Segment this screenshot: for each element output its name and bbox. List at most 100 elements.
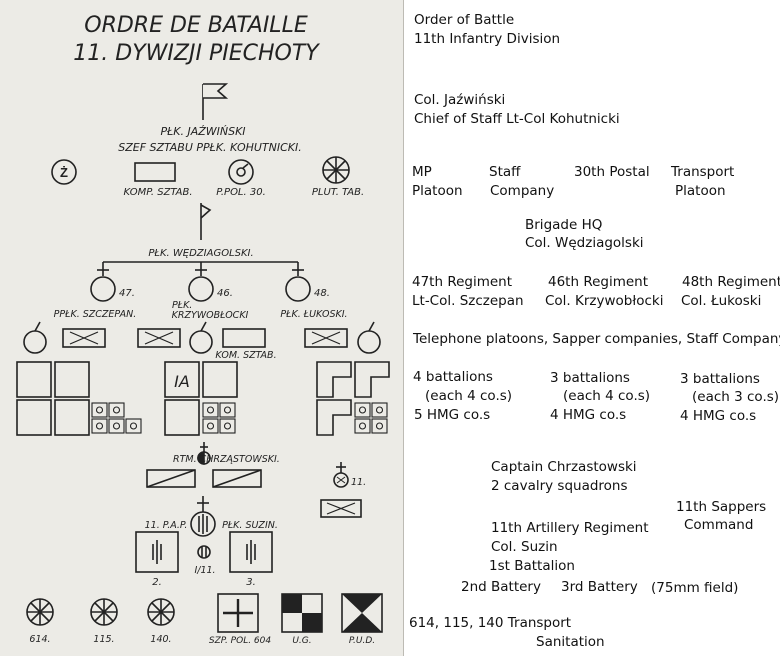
translation-sanitation: Sanitation <box>536 634 605 650</box>
translation-transport: Transport <box>671 164 735 180</box>
ug-label: U.G. <box>292 636 311 646</box>
translation-reg48-hmg: 4 HMG co.s <box>680 408 757 424</box>
regiment-48-label: 48. <box>314 288 330 299</box>
cavalry-squadron-icon-2 <box>212 469 262 488</box>
translation-division: 11th Infantry Division <box>414 31 561 47</box>
translation-reg46-companies: (each 4 co.s) <box>563 388 651 404</box>
sapper-company-icon-3 <box>304 328 348 348</box>
ia-label: IA <box>174 372 190 391</box>
regiment-47-icon <box>90 262 116 302</box>
translation-battery-2: 2nd Battery <box>461 579 541 595</box>
staff-company-icon <box>134 162 176 182</box>
szczepan-label: PPŁK. SZCZEPAN. <box>54 309 137 320</box>
battery-3-label: 3. <box>246 577 256 588</box>
translation-regiment-47: 47th Regiment <box>412 274 513 290</box>
battery-3-icon <box>229 531 273 573</box>
chief-of-staff-label: SZEF SZTABU PPŁK. KOHUTNICKI. <box>118 141 302 154</box>
translation-transport-platoon: Platoon <box>675 183 726 199</box>
chrzastowski-label: RTM. CHRZĄSTOWSKI. <box>173 454 280 465</box>
postal-label: P.POL. 30. <box>216 187 266 198</box>
staff-company-46-icon <box>222 328 266 348</box>
regiment-47-hmg-companies <box>91 402 142 434</box>
sapper-company-icon-1 <box>62 328 106 348</box>
field-hospital-icon <box>217 593 259 633</box>
translation-chrzastowski: Captain Chrzastowski <box>491 459 637 475</box>
battery-2-icon <box>135 531 179 573</box>
translation-staff-company: Company <box>490 183 555 199</box>
translation-chief-of-staff: Chief of Staff Lt-Col Kohutnicki <box>414 111 620 127</box>
translation-brigade-hq: Brigade HQ <box>525 217 603 233</box>
regiment-48-battalions <box>316 361 390 436</box>
telephone-platoon-icon-2 <box>189 321 213 354</box>
translation-suzin: Col. Suzin <box>491 539 558 555</box>
sapper-company-icon-2 <box>137 328 181 348</box>
translation-reg47-companies: (each 4 co.s) <box>425 388 513 404</box>
sappers-command-icon <box>333 462 349 488</box>
translation-artillery: 11th Artillery Regiment <box>491 520 649 536</box>
translation-lukoski: Col. Łukoski <box>681 293 762 309</box>
mp-symbol: Ż <box>60 165 68 180</box>
transport-label: PLUT. TAB. <box>312 187 364 198</box>
transport-614-wheel-icon <box>26 598 54 626</box>
battalion-label: I/11. <box>194 565 215 576</box>
battalion-icon <box>197 545 211 559</box>
translation-battery-3: 3rd Battery <box>561 579 638 595</box>
translation-reg47-hmg: 5 HMG co.s <box>414 407 491 423</box>
ug-checker-icon <box>281 593 323 633</box>
artillery-label: 11. P.A.P. <box>145 520 188 531</box>
kom-sztab-label: KOM. SZTAB. <box>215 350 276 361</box>
pud-label: P.U.D. <box>349 636 375 646</box>
order-of-battle-scan: ORDRE DE BATAILLE 11. DYWIZJI PIECHOTY P… <box>0 0 404 656</box>
regiment-48-hmg-companies <box>354 402 388 434</box>
cavalry-squadron-icon-1 <box>146 469 196 488</box>
transport-614-label: 614. <box>29 634 50 645</box>
translation-sappers: 11th Sappers <box>676 499 767 515</box>
order-of-battle-chart: ORDRE DE BATAILLE 11. DYWIZJI PIECHOTY P… <box>16 13 390 646</box>
pud-hourglass-icon <box>341 593 383 633</box>
regiment-46-icon <box>188 262 214 302</box>
suzin-label: PŁK. SUZIN. <box>222 520 278 531</box>
sappers-11-label: 11. <box>351 477 366 488</box>
chart-title-line1: ORDRE DE BATAILLE <box>84 13 308 38</box>
translation-reg48-companies: (each 3 co.s) <box>692 389 780 405</box>
regiment-47-battalions <box>16 361 90 436</box>
regiment-46-hmg-companies <box>202 402 236 434</box>
division-hq-flag-icon <box>202 83 229 120</box>
battery-2-label: 2. <box>152 577 162 588</box>
translation-mp: MP <box>412 164 432 180</box>
translation-regiment-46: 46th Regiment <box>548 274 649 290</box>
commander-label: PŁK. JAŹWIŃSKI <box>160 125 245 138</box>
transport-140-wheel-icon <box>147 598 175 626</box>
chart-title-line2: 11. DYWIZJI PIECHOTY <box>73 41 320 66</box>
regiment-47-label: 47. <box>119 288 135 299</box>
translation-mp-platoon: Platoon <box>412 183 463 199</box>
lukoski-label: PŁK. ŁUKOSKI. <box>280 309 347 320</box>
translation-cavalry: 2 cavalry squadrons <box>491 478 628 494</box>
krzywoblocki-label: KRZYWOBŁOCKI <box>172 310 249 321</box>
translation-order-of-battle: Order of Battle <box>414 12 515 28</box>
postal-icon <box>228 159 254 185</box>
translation-transport-columns: 614, 115, 140 Transport <box>409 615 572 631</box>
transport-140-label: 140. <box>150 634 171 645</box>
telephone-platoon-icon-1 <box>23 321 47 354</box>
cavalry-hq-icon <box>197 442 211 465</box>
regiment-48-icon <box>285 262 311 302</box>
sapper-company-icon-4 <box>320 499 362 518</box>
artillery-regiment-icon <box>190 496 216 537</box>
regiment-46-battalions <box>164 361 238 436</box>
transport-wheel-icon <box>322 156 350 184</box>
translation-sappers-command: Command <box>684 517 754 533</box>
staff-company-label: KOMP. SZTAB. <box>123 187 192 198</box>
mp-platoon-icon: Ż <box>51 159 77 185</box>
translation-75mm: (75mm field) <box>651 580 739 596</box>
telephone-platoon-icon-3 <box>357 321 381 354</box>
translation-brigade-commander: Col. Wędziagolski <box>525 235 644 251</box>
translation-krzywoblocki: Col. Krzywobłocki <box>545 293 664 309</box>
translation-telephone-sapper-staff: Telephone platoons, Sapper companies, St… <box>413 331 780 347</box>
regiment-46-label: 46. <box>217 288 233 299</box>
translation-postal: 30th Postal <box>574 164 650 180</box>
plk-label: PŁK. <box>172 300 192 311</box>
transport-115-wheel-icon <box>90 598 118 626</box>
translation-reg48-battalions: 3 battalions <box>680 371 760 387</box>
translation-commander: Col. Jaźwiński <box>414 92 506 108</box>
